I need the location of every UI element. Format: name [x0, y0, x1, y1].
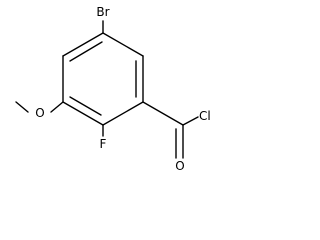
- bromine-label: Br: [96, 5, 109, 19]
- ring-double-bond-top-left: [69, 41, 103, 62]
- acyl-ring-bond: [142, 101, 184, 126]
- chlorine-label: Cl: [199, 109, 211, 123]
- carbonyl-oxygen-label: O: [175, 159, 184, 173]
- ring-bond-top-right: [102, 32, 144, 57]
- ring-bond-top-left: [62, 32, 104, 57]
- methoxy-methyl-bond: [15, 101, 29, 113]
- ring-bond-bottom-left: [62, 101, 104, 126]
- ring-bond-bottom-right: [102, 101, 144, 126]
- acyl-chloride-bond: [182, 116, 199, 126]
- fluorine-label: F: [100, 137, 107, 151]
- benzene-ring: [62, 32, 144, 126]
- methoxy-ring-bond: [50, 101, 64, 113]
- chemical-structure-diagram: Br O F O Cl: [15, 5, 211, 173]
- methoxy-oxygen-label: O: [35, 106, 44, 120]
- ring-double-bond-bottom-left: [69, 96, 102, 116]
